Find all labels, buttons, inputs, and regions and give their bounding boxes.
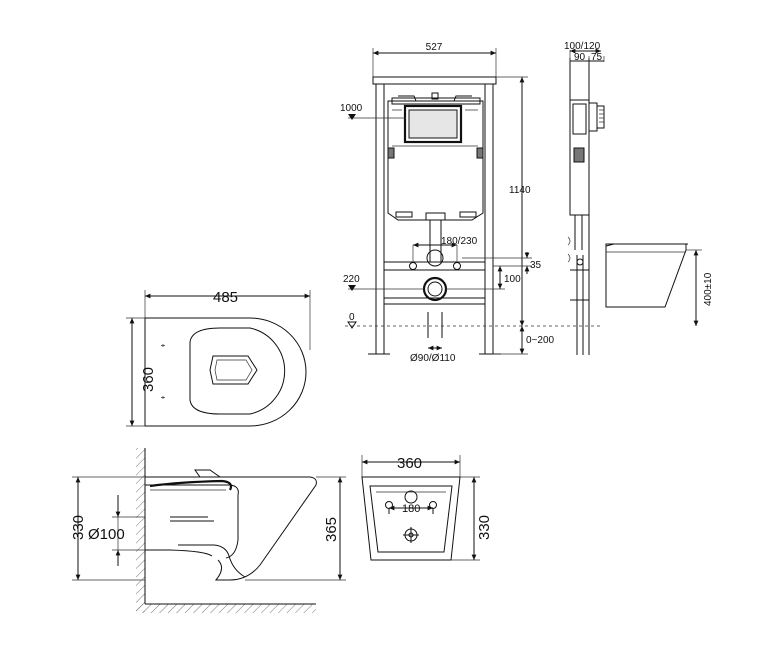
frame-width-label: 527 [426,42,443,53]
frame-side-view: 100/120 90 75 400±10 [564,41,714,355]
outlet-height-label: 220 [343,274,360,285]
bowl-section-view: 330 Ø100 365 [70,448,346,613]
frame-front-view: 527 [340,42,600,364]
drain-diameter-label: Ø90/Ø110 [410,353,456,364]
bolt-spacing-label: 180 [402,503,420,515]
frame-depth-a-label: 90 [574,52,586,63]
bowl-top-depth-label: 360 [140,367,157,392]
bowl-rear-width-label: 360 [397,455,422,472]
pipe-spacing-label: 180/230 [441,236,478,247]
bowl-top-view: 485 360 [126,289,311,427]
outlet-to-stud-label: 100 [504,274,521,285]
bowl-top-width-label: 485 [213,289,238,306]
floor-level-label: 0 [349,312,355,323]
bowl-height-label: 400±10 [703,272,714,306]
outlet-offset-label: 35 [530,260,542,271]
bowl-section-height-label: 330 [70,515,87,540]
frame-depth-b-label: 75 [591,52,603,63]
bowl-total-height-label: 365 [323,517,340,542]
floor-adjust-label: 0~200 [526,335,555,346]
frame-height-label: 1140 [509,185,531,196]
frame-depth-label: 100/120 [564,41,601,52]
bowl-rear-height-label: 330 [476,515,493,540]
drain-size-label: Ø100 [88,526,125,543]
flush-plate-height-label: 1000 [340,103,363,114]
bowl-rear-view: 360 180 330 [361,455,493,561]
